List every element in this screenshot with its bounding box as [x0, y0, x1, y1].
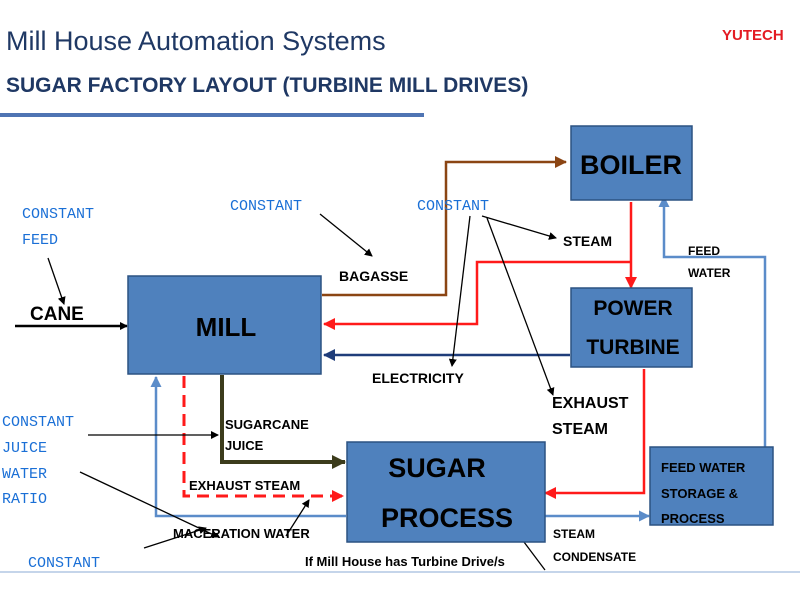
constant-bagasse-annotation: CONSTANT — [230, 198, 302, 215]
feed-water-line — [658, 196, 767, 447]
sugar-process-label-line1: SUGAR — [388, 453, 486, 483]
steam-to-mill-line — [323, 260, 631, 330]
page-subtitle: SUGAR FACTORY LAYOUT (TURBINE MILL DRIVE… — [6, 74, 529, 97]
pointer-arrow — [47, 257, 66, 305]
boiler-label: BOILER — [580, 150, 682, 180]
juice-ratio-annotation-line4: RATIO — [2, 491, 47, 508]
constant-feed-annotation-line2: FEED — [22, 232, 58, 249]
feed-water-label-line1: FEED WATER — [661, 460, 746, 475]
sugar-process-label-line2: PROCESS — [381, 503, 513, 533]
pointer-arrow — [486, 217, 555, 396]
pointer-arrow — [285, 499, 310, 537]
cane-label: CANE — [30, 304, 84, 325]
mill-exhaust-steam-label: EXHAUST STEAM — [189, 478, 300, 493]
sugarcane-juice-label-line2: JUICE — [225, 438, 264, 453]
mill-label: MILL — [196, 312, 257, 342]
feed-water-label-line3: PROCESS — [661, 511, 725, 526]
power-turbine-box — [570, 287, 693, 368]
mill-exhaust-steam-line — [182, 376, 344, 502]
exhaust-steam-label-line2: STEAM — [552, 421, 608, 438]
steam-condensate-label-line2: CONDENSATE — [553, 550, 636, 564]
constant-feed-annotation-line1: CONSTANT — [22, 206, 94, 223]
pointer-arrow — [481, 215, 557, 240]
juice-ratio-annotation-line2: JUICE — [2, 440, 47, 457]
turbine-drive-note: If Mill House has Turbine Drive/s — [305, 554, 505, 569]
footer-divider — [0, 571, 800, 573]
boiler-box — [570, 125, 693, 201]
constant-steam-annotation: CONSTANT — [417, 198, 489, 215]
bagasse-label: BAGASSE — [339, 268, 408, 284]
power-turbine-label-line1: POWER — [593, 297, 672, 320]
maceration-water-line — [150, 376, 346, 518]
sugarcane-juice-line — [220, 375, 346, 469]
pointer-arrow — [79, 471, 219, 538]
pointer-arrow — [319, 213, 373, 257]
maceration-water-label: MACERATION WATER — [173, 526, 310, 541]
brand-logo-text: YUTECH — [722, 27, 784, 44]
feed-water-label-line2: STORAGE & — [661, 486, 738, 501]
pointer-arrow — [448, 215, 471, 367]
sugarcane-juice-label-line1: SUGARCANE — [225, 417, 309, 432]
steam-condensate-label-line1: STEAM — [553, 527, 595, 541]
pointer-arrow — [143, 526, 207, 549]
constant-maceration-annotation: CONSTANT — [28, 555, 100, 572]
title-underline — [0, 113, 424, 117]
feed-water-flow-label-line1: FEED — [688, 244, 720, 258]
mill-box — [127, 275, 322, 375]
feed-water-storage-box — [649, 446, 774, 526]
juice-ratio-annotation-line1: CONSTANT — [2, 414, 74, 431]
power-turbine-label-line2: TURBINE — [586, 336, 679, 359]
bagasse-flow-line — [322, 156, 567, 297]
exhaust-steam-label-line1: EXHAUST — [552, 395, 629, 412]
juice-ratio-annotation-line3: WATER — [2, 466, 47, 483]
feed-water-flow-label-line2: WATER — [688, 266, 731, 280]
steam-label: STEAM — [563, 233, 612, 249]
turbine-exhaust-steam-line — [544, 369, 646, 499]
electricity-label: ELECTRICITY — [372, 370, 464, 386]
sugar-process-box — [346, 441, 546, 543]
page-title: Mill House Automation Systems — [6, 26, 386, 56]
